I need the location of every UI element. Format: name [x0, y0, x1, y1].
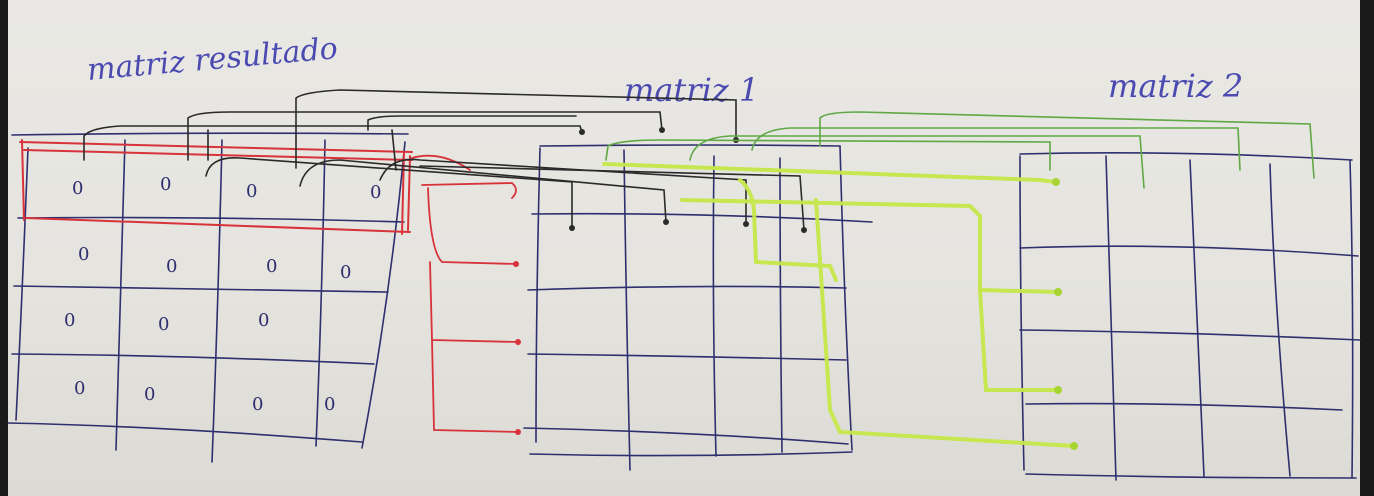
result-cell-2-2: 0: [258, 310, 269, 331]
result-cell-3-0: 0: [74, 378, 85, 399]
paper-sheet: [8, 0, 1360, 496]
highlighter-paths: [602, 162, 1076, 448]
matrix-1-title: matriz 1: [624, 71, 759, 109]
matrix-1-grid: [523, 144, 873, 471]
result-cell-0-0: 0: [72, 178, 83, 199]
result-cell-1-3: 0: [340, 262, 351, 283]
result-matrix-title: matriz resultado: [86, 31, 339, 88]
black-connectors: [83, 89, 805, 231]
matrix-2-grid: [1019, 152, 1361, 481]
highlighter-tips: [1052, 178, 1078, 450]
result-cell-1-1: 0: [166, 256, 177, 277]
result-cell-3-3: 0: [324, 394, 335, 415]
result-matrix-grid: [7, 132, 409, 463]
result-cell-2-0: 0: [64, 310, 75, 331]
red-arrow-tips: [513, 261, 521, 435]
result-cell-2-1: 0: [158, 314, 169, 335]
result-cell-0-2: 0: [246, 181, 257, 202]
result-cell-0-3: 0: [370, 182, 381, 203]
red-row-arrows: [411, 154, 519, 433]
result-cell-0-1: 0: [160, 174, 171, 195]
result-cell-3-1: 0: [144, 384, 155, 405]
green-connectors: [605, 111, 1315, 189]
result-cell-3-2: 0: [252, 394, 263, 415]
result-matrix-cells: 0 0 0 0 0 0 0 0 0 0 0 0 0 0 0: [64, 174, 381, 415]
matrix-2-title: matriz 2: [1108, 67, 1243, 105]
result-cell-1-0: 0: [78, 244, 89, 265]
result-cell-1-2: 0: [266, 256, 277, 277]
result-first-row-highlight: [19, 139, 413, 235]
